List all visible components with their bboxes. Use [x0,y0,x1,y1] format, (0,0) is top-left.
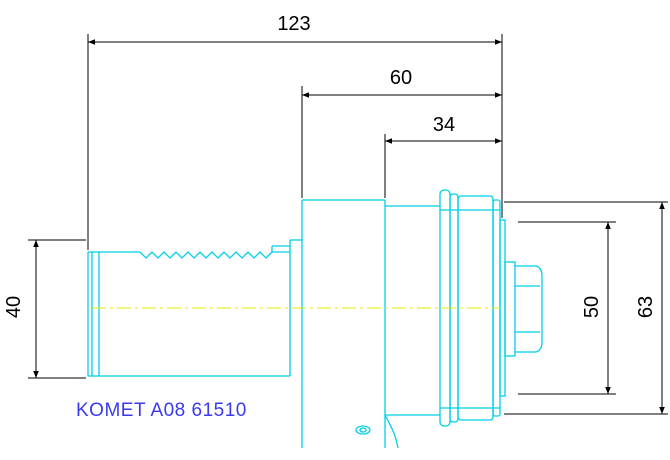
dim-text-50: 50 [581,296,603,318]
coupling-nose [499,219,543,397]
dim-text-34: 34 [433,114,455,136]
dim-text-40: 40 [3,296,25,318]
dim-text-123: 123 [277,13,310,35]
dimension-lines [28,34,668,415]
shank [87,239,302,377]
body [301,199,440,449]
thread-teeth [139,251,273,259]
dim-text-63: 63 [635,296,657,318]
dim-text-60: 60 [390,67,412,89]
pin [355,425,371,435]
part-label: KOMET A08 61510 [76,400,247,421]
